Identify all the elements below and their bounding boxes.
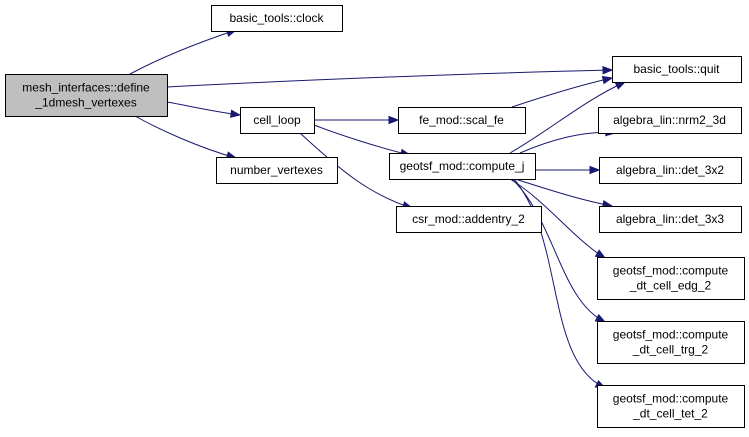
node-box-trg_2 [597, 321, 745, 364]
node-label-root-line-0: mesh_interfaces::define [22, 81, 150, 95]
node-box-det_3x2 [599, 157, 742, 184]
node-scal_fe[interactable]: fe_mod::scal_fe [398, 107, 526, 134]
node-box-tet_2 [597, 385, 745, 428]
node-box-quit [612, 56, 742, 83]
arrowhead-compute_j-to-quit [614, 81, 627, 90]
node-label-trg_2-line-1: _dt_cell_trg_2 [632, 343, 709, 357]
node-label-quit-line-0: basic_tools::quit [633, 62, 720, 76]
node-box-nrm2_3d [598, 107, 742, 134]
node-box-addentry_2 [396, 206, 542, 233]
node-label-edg_2-line-0: geotsf_mod::compute [613, 264, 729, 278]
arrowhead-root-to-cell_loop [230, 109, 242, 118]
arrowhead-compute_j-to-trg_2 [594, 313, 607, 323]
node-box-det_3x3 [599, 206, 742, 233]
node-addentry_2[interactable]: csr_mod::addentry_2 [396, 206, 542, 233]
arrowhead-root-to-quit [602, 65, 614, 75]
node-det_3x3[interactable]: algebra_lin::det_3x3 [599, 206, 742, 233]
node-label-root-line-1: _1dmesh_vertexes [34, 96, 136, 110]
node-root[interactable]: mesh_interfaces::define_1dmesh_vertexes [5, 74, 168, 117]
node-tet_2[interactable]: geotsf_mod::compute_dt_cell_tet_2 [597, 385, 745, 428]
node-box-cell_loop [240, 107, 315, 134]
edge-compute_j-to-quit [509, 81, 626, 154]
edge-root-to-cell_loop [166, 101, 241, 116]
arrowhead-compute_j-to-det_3x2 [589, 165, 601, 175]
node-box-scal_fe [398, 107, 526, 134]
edge-compute_j-to-tet_2 [513, 178, 606, 389]
edge-root-to-quit [166, 69, 613, 88]
node-label-scal_fe-line-0: fe_mod::scal_fe [419, 113, 504, 127]
node-label-nrm2_3d-line-0: algebra_lin::nrm2_3d [613, 113, 726, 127]
node-nrm2_3d[interactable]: algebra_lin::nrm2_3d [598, 107, 742, 134]
node-label-clock-line-0: basic_tools::clock [229, 11, 324, 25]
node-number_vertexes[interactable]: number_vertexes [216, 157, 338, 184]
edge-root-to-clock [129, 29, 237, 75]
node-edg_2[interactable]: geotsf_mod::compute_dt_cell_edg_2 [597, 257, 745, 300]
node-label-tet_2-line-1: _dt_cell_tet_2 [632, 407, 708, 421]
edge-compute_j-to-nrm2_3d [519, 131, 616, 154]
edge-cell_loop-to-compute_j [313, 124, 411, 156]
node-label-det_3x2-line-0: algebra_lin::det_3x2 [616, 163, 724, 177]
node-compute_j[interactable]: geotsf_mod::compute_j [389, 153, 536, 180]
arrowhead-cell_loop-to-scal_fe [388, 115, 400, 125]
edge-compute_j-to-edg_2 [509, 178, 606, 259]
node-label-tet_2-line-0: geotsf_mod::compute [613, 392, 729, 406]
nodes-layer: mesh_interfaces::define_1dmesh_vertexes b… [5, 5, 745, 428]
edge-root-to-number_vertexes [134, 115, 237, 159]
node-box-clock [211, 5, 343, 32]
node-det_3x2[interactable]: algebra_lin::det_3x2 [599, 157, 742, 184]
node-label-cell_loop-line-0: cell_loop [253, 113, 301, 127]
node-box-number_vertexes [216, 157, 338, 184]
node-label-compute_j-line-0: geotsf_mod::compute_j [400, 159, 525, 173]
edge-cell_loop-to-addentry_2 [299, 132, 413, 209]
edge-compute_j-to-det_3x3 [514, 178, 613, 207]
arrowhead-compute_j-to-edg_2 [594, 249, 607, 259]
node-label-edg_2-line-1: _dt_cell_edg_2 [629, 279, 712, 293]
node-clock[interactable]: basic_tools::clock [211, 5, 343, 32]
node-quit[interactable]: basic_tools::quit [612, 56, 742, 83]
node-cell_loop[interactable]: cell_loop [240, 107, 315, 134]
arrowhead-scal_fe-to-quit [601, 75, 614, 85]
node-label-det_3x3-line-0: algebra_lin::det_3x3 [616, 212, 724, 226]
node-box-edg_2 [597, 257, 745, 300]
edge-compute_j-to-trg_2 [511, 178, 606, 323]
node-label-number_vertexes-line-0: number_vertexes [230, 163, 323, 177]
node-trg_2[interactable]: geotsf_mod::compute_dt_cell_trg_2 [597, 321, 745, 364]
edges-layer [129, 29, 627, 389]
node-label-trg_2-line-0: geotsf_mod::compute [613, 328, 729, 342]
node-box-compute_j [389, 153, 536, 180]
edge-scal_fe-to-quit [511, 77, 613, 108]
node-label-addentry_2-line-0: csr_mod::addentry_2 [412, 212, 525, 226]
node-box-root [5, 74, 168, 117]
